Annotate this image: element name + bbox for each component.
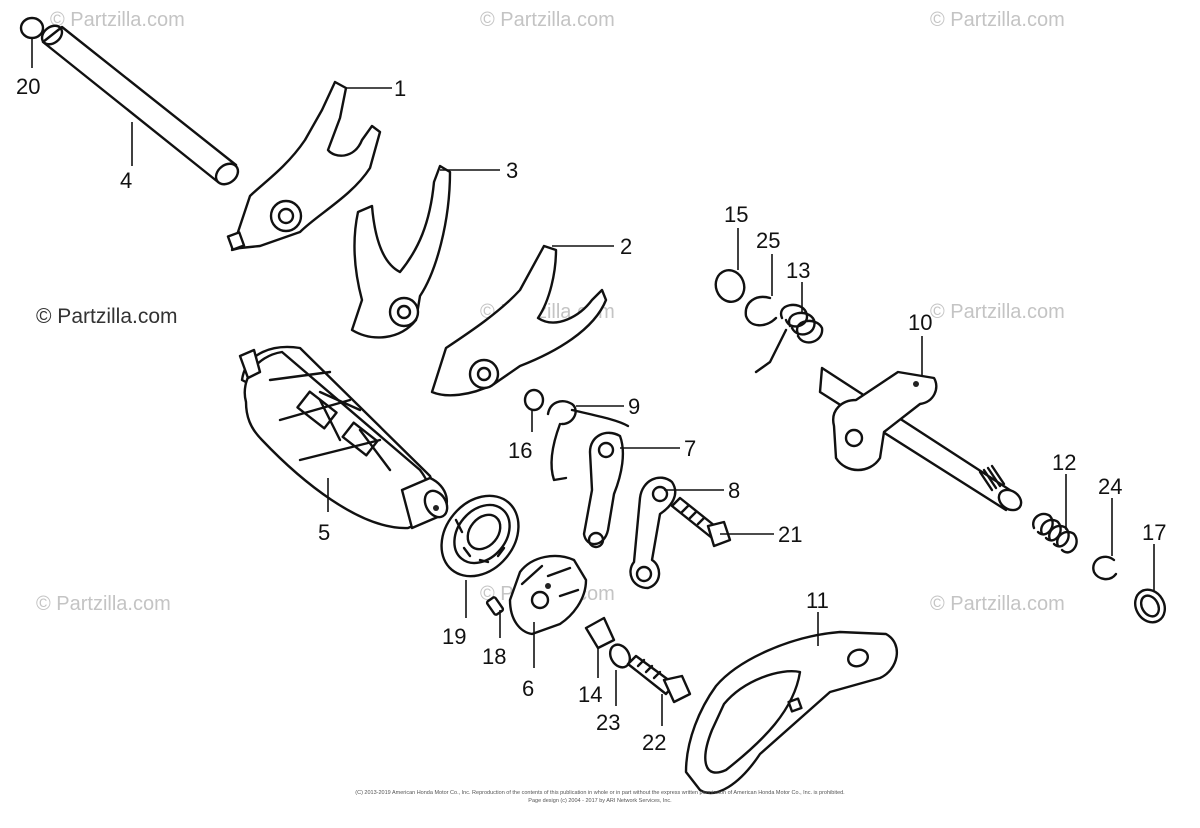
part-4-shift-fork-shaft[interactable] <box>38 22 242 189</box>
watermark-bottom-left: © Partzilla.com <box>36 593 171 615</box>
footer-line-2: Page design (c) 2004 - 2017 by ARI Netwo… <box>528 798 672 804</box>
watermark-bottom-right: © Partzilla.com <box>930 593 1065 615</box>
callout-17[interactable]: 17 <box>1142 520 1166 545</box>
part-10-gearshift-spindle[interactable] <box>818 366 1025 514</box>
part-19-bearing[interactable] <box>426 480 535 591</box>
part-21-bolt[interactable] <box>670 496 732 548</box>
part-25-snap-ring[interactable] <box>744 295 778 327</box>
callout-labels: 20 4 1 3 2 5 6 18 19 7 8 9 16 21 14 23 2… <box>16 74 1166 755</box>
part-16-washer[interactable] <box>523 388 545 412</box>
callout-4[interactable]: 4 <box>120 168 132 193</box>
watermark-mid-right: © Partzilla.com <box>930 301 1065 323</box>
part-7-gearshift-arm[interactable] <box>582 431 625 549</box>
part-23-washer[interactable] <box>606 641 634 671</box>
callout-20[interactable]: 20 <box>16 74 40 99</box>
watermark-top-right: © Partzilla.com <box>930 9 1065 31</box>
part-2-shift-fork[interactable] <box>430 244 608 397</box>
callout-9[interactable]: 9 <box>628 394 640 419</box>
watermark-top-left: © Partzilla.com <box>50 9 185 31</box>
part-24-snap-ring[interactable] <box>1092 555 1118 581</box>
footer-line-1: (C) 2013-2019 American Honda Motor Co., … <box>355 790 845 796</box>
part-13-return-spring[interactable] <box>754 303 824 374</box>
callout-13[interactable]: 13 <box>786 258 810 283</box>
part-14-collar[interactable] <box>584 616 616 650</box>
part-15-washer[interactable] <box>711 266 748 306</box>
part-8-stopper-arm[interactable] <box>629 476 677 590</box>
callout-12[interactable]: 12 <box>1052 450 1076 475</box>
callout-14[interactable]: 14 <box>578 682 602 707</box>
watermark-top-center: © Partzilla.com <box>480 9 615 31</box>
part-6-drum-stopper-plate[interactable] <box>508 554 588 636</box>
part-5-gearshift-drum[interactable] <box>238 345 452 530</box>
callout-1[interactable]: 1 <box>394 76 406 101</box>
callout-8[interactable]: 8 <box>728 478 740 503</box>
callout-2[interactable]: 2 <box>620 234 632 259</box>
part-3-shift-fork[interactable] <box>350 164 452 339</box>
callout-7[interactable]: 7 <box>684 436 696 461</box>
callout-6[interactable]: 6 <box>522 676 534 701</box>
part-17-seal[interactable] <box>1129 584 1170 627</box>
part-9-spring[interactable] <box>546 400 630 482</box>
footer-copyright: (C) 2013-2019 American Honda Motor Co., … <box>355 790 845 804</box>
part-22-bolt[interactable] <box>626 654 692 704</box>
callout-15[interactable]: 15 <box>724 202 748 227</box>
callout-23[interactable]: 23 <box>596 710 620 735</box>
callout-3[interactable]: 3 <box>506 158 518 183</box>
part-20-o-ring[interactable] <box>19 16 45 40</box>
callout-22[interactable]: 22 <box>642 730 666 755</box>
part-1-shift-fork[interactable] <box>226 80 382 252</box>
callout-25[interactable]: 25 <box>756 228 780 253</box>
part-12-spring[interactable] <box>1032 512 1078 554</box>
callout-10[interactable]: 10 <box>908 310 932 335</box>
watermark-left-prominent: © Partzilla.com <box>36 305 178 328</box>
callout-16[interactable]: 16 <box>508 438 532 463</box>
part-11-pedal-bracket[interactable] <box>684 630 899 795</box>
leader-lines <box>31 38 1155 726</box>
callout-19[interactable]: 19 <box>442 624 466 649</box>
callout-18[interactable]: 18 <box>482 644 506 669</box>
callout-24[interactable]: 24 <box>1098 474 1122 499</box>
callout-11[interactable]: 11 <box>806 588 829 613</box>
callout-5[interactable]: 5 <box>318 520 330 545</box>
callout-21[interactable]: 21 <box>778 522 802 547</box>
